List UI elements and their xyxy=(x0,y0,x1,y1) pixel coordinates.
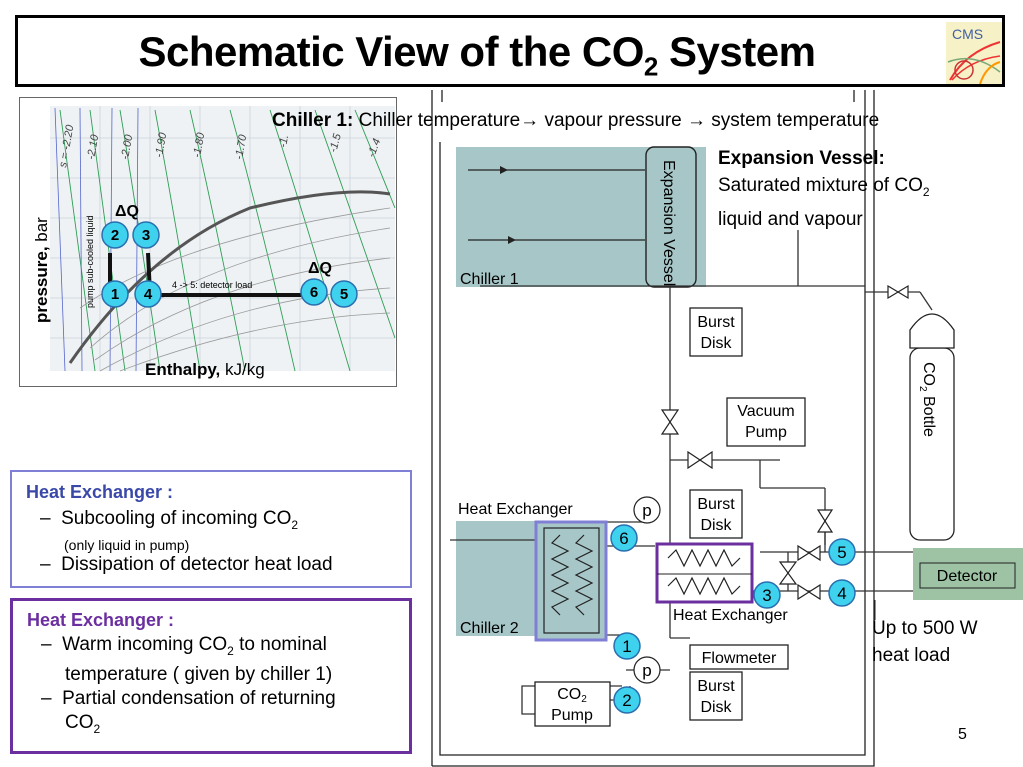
entropy-label: -2.10 xyxy=(85,133,101,161)
page-number: 5 xyxy=(958,726,967,743)
heat-load-note: Up to 500 W heat load xyxy=(872,618,978,666)
vacuum-pump xyxy=(726,397,806,447)
node-4 xyxy=(828,579,856,607)
node-6 xyxy=(610,524,638,552)
svg-text:p: p xyxy=(642,501,651,520)
state-point-5 xyxy=(330,280,358,308)
cms-logo: CMS xyxy=(946,22,1002,84)
svg-text:1: 1 xyxy=(622,637,631,656)
hx-purple-bullet-1: – Warm incoming CO2 to nominal xyxy=(41,634,327,658)
svg-text:3: 3 xyxy=(762,586,771,605)
chiller2-label: Chiller 2 xyxy=(460,620,519,637)
valve xyxy=(778,561,798,585)
hx-warming-box: Heat Exchanger : – Warm incoming CO2 to … xyxy=(10,598,412,754)
detector-label: Detector xyxy=(937,568,998,585)
dq-left: ΔQ xyxy=(115,203,139,220)
hx-purple-bullet-2: – Partial condensation of returning xyxy=(41,687,336,709)
chiller1-note: Chiller 1: Chiller temperature→ vapour p… xyxy=(272,110,880,131)
svg-text:Pump: Pump xyxy=(745,424,787,441)
pressure-gauge xyxy=(633,656,661,684)
valve xyxy=(687,450,713,470)
expansion-note: Expansion Vessel: Saturated mixture of C… xyxy=(718,148,930,230)
heat-exchanger-label: Heat Exchanger xyxy=(458,501,573,518)
valve xyxy=(660,409,680,435)
hx-purple-title: Heat Exchanger : xyxy=(27,610,175,630)
burst-disk-mid xyxy=(689,489,743,539)
expansion-vessel-label: Expansion Vessel xyxy=(660,160,677,286)
node-5 xyxy=(828,538,856,566)
y-axis-label: pressure, bar xyxy=(32,217,51,323)
subcooled-label: pump sub-cooled liquid xyxy=(85,215,95,308)
state-point-4 xyxy=(134,280,162,308)
svg-text:CO2: CO2 xyxy=(557,686,587,705)
svg-text:5: 5 xyxy=(340,286,348,303)
co2-bottle-top xyxy=(909,313,955,349)
pressure-gauge xyxy=(633,496,661,524)
svg-text:Disk: Disk xyxy=(700,699,732,716)
svg-text:Burst: Burst xyxy=(697,678,735,695)
state-point-3 xyxy=(132,221,160,249)
hx-blue-bullet-2: – Dissipation of detector heat load xyxy=(40,553,333,575)
svg-text:6: 6 xyxy=(310,284,318,301)
node-3 xyxy=(753,581,781,609)
flowmeter xyxy=(689,644,789,670)
svg-text:p: p xyxy=(642,661,651,680)
svg-text:2: 2 xyxy=(111,227,119,244)
entropy-label: -1.80 xyxy=(191,131,207,159)
svg-text:2: 2 xyxy=(622,691,631,710)
svg-text:Pump: Pump xyxy=(551,707,593,724)
phase-diagram-frame: s = -2.20 -2.10 -2.00 -1.90 -1.80 -1.70 … xyxy=(19,97,397,387)
expansion-vessel xyxy=(645,146,697,288)
node-2 xyxy=(613,686,641,714)
svg-text:4: 4 xyxy=(144,286,153,303)
valve xyxy=(797,544,821,562)
entropy-label: -2.00 xyxy=(119,133,135,161)
heat-exchanger-chiller2 xyxy=(534,520,608,642)
hx-blue-note: (only liquid in pump) xyxy=(64,536,190,553)
svg-text:Flowmeter: Flowmeter xyxy=(702,650,777,667)
burst-disk-top xyxy=(689,307,743,357)
svg-text:Disk: Disk xyxy=(700,517,732,534)
hx-blue-title: Heat Exchanger : xyxy=(26,482,174,502)
heat-exchanger2-label: Heat Exchanger xyxy=(673,607,788,624)
state-point-2 xyxy=(101,221,129,249)
valve xyxy=(797,583,821,601)
svg-text:Burst: Burst xyxy=(697,496,735,513)
svg-text:6: 6 xyxy=(619,529,628,548)
svg-text:4: 4 xyxy=(837,584,846,603)
svg-text:3: 3 xyxy=(142,227,150,244)
entropy-label: -1.70 xyxy=(233,133,249,161)
phase-diagram: s = -2.20 -2.10 -2.00 -1.90 -1.80 -1.70 … xyxy=(32,106,396,379)
co2-pump xyxy=(534,681,611,727)
svg-text:Burst: Burst xyxy=(697,314,735,331)
title-bar: Schematic View of the CO2 System CMS xyxy=(15,15,1005,87)
svg-text:1: 1 xyxy=(111,286,119,303)
entropy-label: -1.90 xyxy=(153,131,169,159)
svg-text:Disk: Disk xyxy=(700,335,732,352)
entropy-label: -1. xyxy=(277,134,291,149)
chiller2-block xyxy=(456,521,543,636)
x-axis-label: Enthalpy, kJ/kg xyxy=(145,360,265,379)
svg-text:Vacuum: Vacuum xyxy=(737,403,795,420)
hx-blue-bullet-1: – Subcooling of incoming CO2 xyxy=(40,508,299,532)
node-1 xyxy=(613,632,641,660)
svg-text:5: 5 xyxy=(837,543,846,562)
entropy-label: -1.5 xyxy=(327,132,344,154)
valve xyxy=(887,284,909,300)
valve xyxy=(816,509,834,533)
state-point-1 xyxy=(101,280,129,308)
burst-disk-bottom xyxy=(689,671,743,721)
hx-subcooling-box: Heat Exchanger : – Subcooling of incomin… xyxy=(10,470,412,588)
co2-schematic: Chiller 1 Chiller 2 Heat Exchanger Expan… xyxy=(431,90,1023,767)
heat-exchanger-purple xyxy=(655,542,754,604)
state-point-6 xyxy=(300,278,328,306)
co2-bottle-label: CO2 Bottle xyxy=(917,362,937,437)
chiller1-label: Chiller 1 xyxy=(460,271,519,288)
logo-text: CMS xyxy=(952,26,983,42)
dq-right: ΔQ xyxy=(308,260,332,277)
slide-title: Schematic View of the CO2 System xyxy=(138,28,816,82)
detector-load-label: 4 -> 5: detector load xyxy=(172,280,252,290)
